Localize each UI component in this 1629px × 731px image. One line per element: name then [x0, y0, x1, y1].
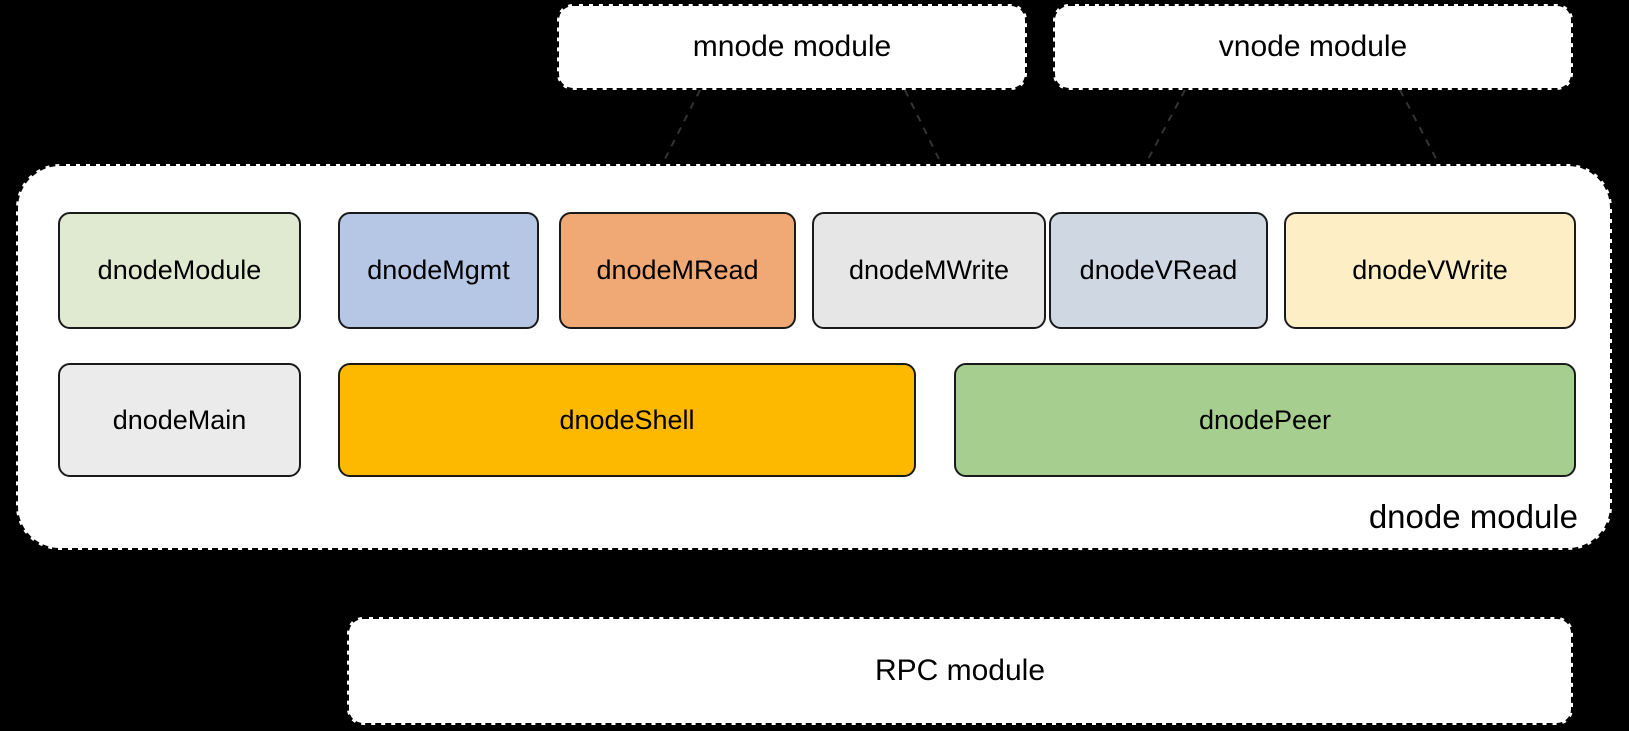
- component-dnodePeer-label: dnodePeer: [1198, 404, 1332, 435]
- mnode-module-label: mnode module: [692, 30, 892, 63]
- vnode-module-box[interactable]: vnode module: [1053, 4, 1573, 90]
- component-dnodeShell-label: dnodeShell: [559, 404, 695, 435]
- mnode-module-box[interactable]: mnode module: [557, 4, 1027, 90]
- component-dnodeMain[interactable]: dnodeMain: [58, 363, 301, 477]
- component-dnodeVRead[interactable]: dnodeVRead: [1049, 212, 1268, 329]
- rpc-module-label: RPC module: [874, 654, 1046, 687]
- component-dnodeVWrite[interactable]: dnodeVWrite: [1284, 212, 1576, 329]
- component-dnodeMain-label: dnodeMain: [112, 404, 247, 435]
- component-dnodeModule[interactable]: dnodeModule: [58, 212, 301, 329]
- component-dnodeMWrite[interactable]: dnodeMWrite: [812, 212, 1046, 329]
- component-dnodeMWrite-label: dnodeMWrite: [848, 255, 1010, 285]
- component-dnodeMRead-label: dnodeMRead: [596, 255, 759, 285]
- component-dnodeMRead[interactable]: dnodeMRead: [559, 212, 796, 329]
- vnode-module-label: vnode module: [1218, 30, 1408, 63]
- component-dnodeMgmt-label: dnodeMgmt: [367, 255, 510, 285]
- component-dnodeModule-label: dnodeModule: [97, 255, 262, 285]
- component-dnodeVWrite-label: dnodeVWrite: [1352, 255, 1508, 285]
- component-dnodePeer[interactable]: dnodePeer: [954, 363, 1576, 477]
- component-dnodeShell[interactable]: dnodeShell: [338, 363, 916, 477]
- dnode-module-container[interactable]: dnodeModule dnodeMgmt dnodeMRead dnodeMW…: [16, 164, 1612, 550]
- component-dnodeVRead-label: dnodeVRead: [1079, 255, 1238, 285]
- dnode-module-label: dnode module: [1368, 498, 1578, 535]
- rpc-module-box[interactable]: RPC module: [347, 617, 1573, 725]
- component-dnodeMgmt[interactable]: dnodeMgmt: [338, 212, 539, 329]
